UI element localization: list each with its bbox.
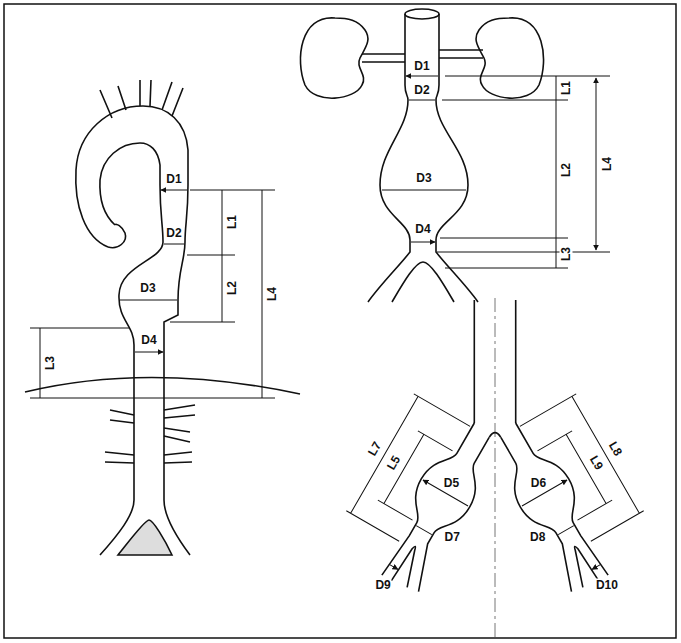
dimension-label: D10 xyxy=(595,579,619,592)
dimension-label: D2 xyxy=(413,84,430,97)
dimension-label: L2 xyxy=(560,162,573,178)
dimension-label: L2 xyxy=(226,280,239,296)
iliac-trunk xyxy=(474,300,515,437)
dimension-label: D5 xyxy=(443,476,460,489)
thoracic-aorta xyxy=(25,80,300,555)
dimension-label: D3 xyxy=(139,282,156,295)
abdominal-aorta xyxy=(300,9,543,302)
center-line xyxy=(495,298,496,640)
frame xyxy=(4,4,676,638)
dimension-label: D7 xyxy=(444,531,461,544)
dimension-label: L9 xyxy=(587,453,606,473)
dimension-label: L5 xyxy=(384,453,403,473)
dimension-label: D1 xyxy=(413,60,430,73)
dimension-lines xyxy=(382,76,610,268)
dimension-label: L3 xyxy=(560,246,573,262)
iliac-branch xyxy=(327,390,507,597)
dimension-label: D2 xyxy=(165,227,182,240)
dimension-label: L3 xyxy=(44,355,57,371)
dimension-label: L7 xyxy=(365,439,384,459)
dimension-label: D6 xyxy=(530,476,547,489)
dimension-label: D4 xyxy=(414,223,431,236)
dimension-label: L8 xyxy=(605,439,624,459)
dimension-label: D1 xyxy=(165,173,182,186)
dimension-label: D4 xyxy=(140,334,157,347)
dimension-label: L4 xyxy=(266,286,279,302)
dimension-lines xyxy=(30,190,275,398)
dimension-label: L1 xyxy=(560,80,573,96)
dimension-label: L1 xyxy=(226,214,239,230)
dimension-label: D8 xyxy=(529,531,546,544)
iliac-branch xyxy=(483,390,663,597)
dimension-label: D9 xyxy=(374,579,391,592)
dimension-label: D3 xyxy=(415,172,432,185)
dimension-label: L4 xyxy=(601,156,614,172)
